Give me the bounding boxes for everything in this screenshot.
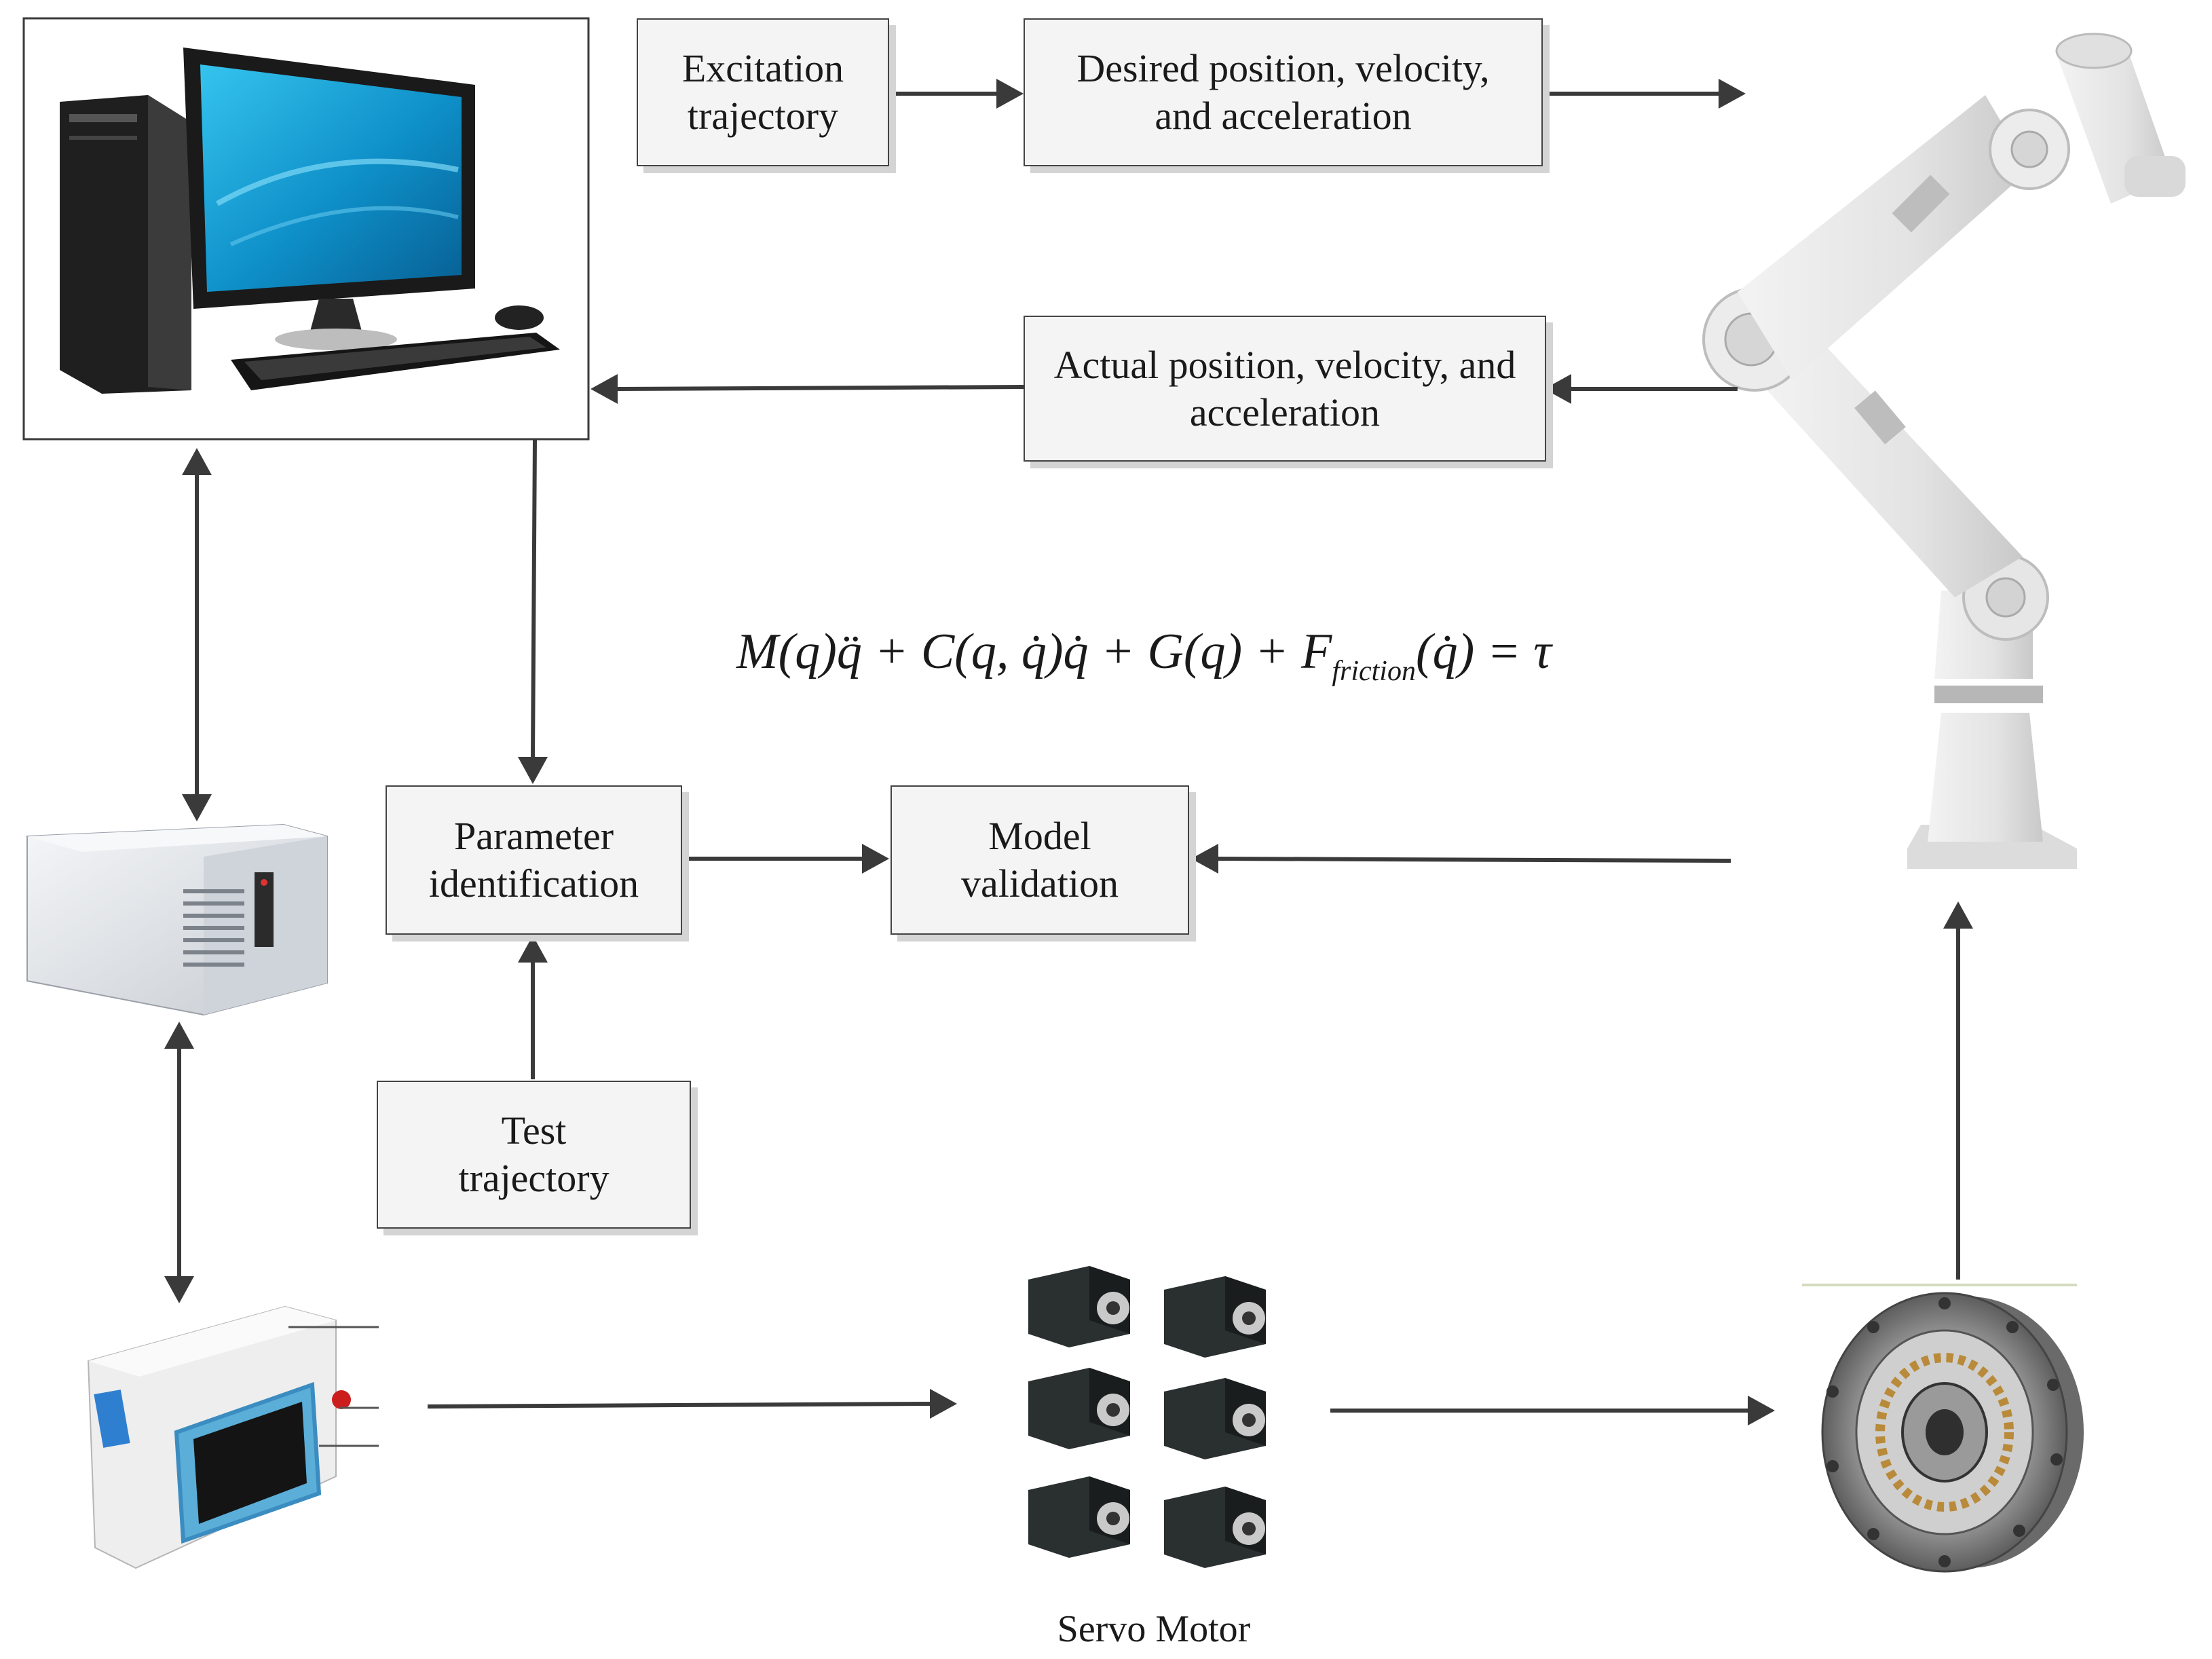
servo-motor-caption: Servo Motor (1057, 1608, 1251, 1650)
arrow-head (930, 1389, 957, 1419)
test-trajectory-box: Test trajectory (377, 1081, 691, 1229)
equation-suffix: (q̇) = τ (1415, 624, 1552, 679)
box-line: Excitation (681, 46, 844, 91)
desired-state-box: Desired position, velocity, and accelera… (1024, 18, 1543, 166)
servo-motor (1164, 1378, 1266, 1459)
box-line: Desired position, velocity, (1076, 46, 1490, 91)
servo-motor (1164, 1276, 1266, 1358)
equation-subscript: friction (1332, 656, 1416, 687)
arrow-head (1191, 844, 1218, 874)
box-line: validation (961, 861, 1119, 906)
arrow-head (862, 844, 889, 874)
arrow-head (996, 79, 1024, 109)
arrow-head (1748, 1396, 1775, 1425)
dynamics-equation: M(q)q̈ + C(q, q̇)q̇ + G(q) + Ffriction(q… (736, 608, 1605, 696)
arrow-actual-to-computer (617, 385, 1026, 391)
computer-image (22, 17, 590, 441)
arrow-head (164, 1022, 194, 1049)
robot-arm-image (1702, 33, 2186, 869)
arrow-head (1719, 79, 1746, 109)
arrow-robot-to-model (1218, 857, 1731, 863)
actual-state-box: Actual position, velocity, and accelerat… (1024, 316, 1546, 462)
arrow-controller-to-servo (427, 1402, 931, 1409)
model-validation-box: Model validation (891, 785, 1189, 935)
parameter-identification-box: Parameter identification (386, 785, 682, 935)
arrow-computer-to-parameter (531, 439, 537, 758)
servo-motor (1028, 1476, 1130, 1558)
box-line: trajectory (687, 94, 839, 138)
box-line: Test (501, 1108, 567, 1153)
arrow-head (591, 374, 618, 404)
excitation-trajectory-box: Excitation trajectory (637, 18, 889, 166)
servo-motor (1028, 1266, 1130, 1347)
arrow-head (518, 757, 548, 784)
servo-motors-image (1028, 1266, 1266, 1568)
box-line: Actual position, velocity, and (1053, 342, 1516, 387)
reducer-image (1802, 1284, 2084, 1573)
box-line: and acceleration (1155, 94, 1412, 138)
box-line: identification (428, 861, 639, 906)
controller-image (87, 1305, 379, 1569)
box-line: trajectory (458, 1156, 610, 1200)
arrow-head (164, 1276, 194, 1303)
industrial-pc-image (26, 823, 328, 1016)
arrow-head (182, 448, 212, 475)
arrows-layer (164, 79, 1973, 1425)
box-line: Parameter (453, 814, 614, 859)
arrow-head (1544, 374, 1571, 404)
servo-motor (1164, 1487, 1266, 1568)
equation-prefix: M(q)q̈ + C(q, q̇)q̇ + G(q) + F (736, 624, 1332, 679)
arrow-head (1943, 901, 1973, 929)
box-line: acceleration (1189, 390, 1381, 434)
arrow-head (182, 794, 212, 821)
arrow-head (518, 935, 548, 963)
box-line: Model (988, 814, 1091, 859)
servo-motor (1028, 1368, 1130, 1449)
